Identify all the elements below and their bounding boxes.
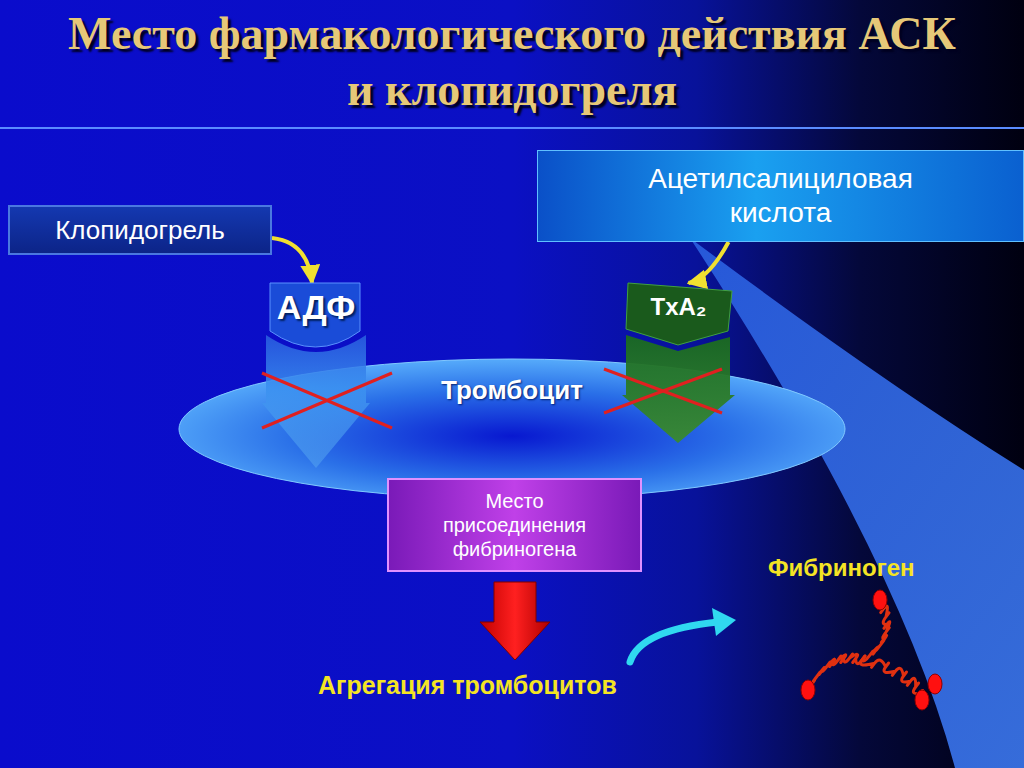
node-text: Ацетилсалициловая кислота: [616, 162, 946, 230]
connector-arrow: [272, 238, 312, 283]
aggregation-arrow: [480, 582, 550, 660]
cyan-arrow: [630, 622, 718, 662]
terminal-dot: [873, 590, 887, 610]
terminal-dot: [801, 680, 815, 700]
title-rule: [0, 127, 1024, 129]
node-text: Тромбоцит: [441, 374, 583, 406]
terminal-dot: [928, 674, 942, 694]
binding-site-box: Место присоединения фибриногена: [387, 478, 642, 572]
connector-arrow: [689, 242, 729, 283]
txa2-receptor-arrow: TxA₂: [622, 283, 735, 443]
node-text: Место присоединения фибриногена: [430, 489, 600, 561]
node-text: АДФ: [277, 287, 356, 327]
node-text: TxA₂: [650, 293, 706, 321]
adp-receptor-arrow: АДФ: [262, 283, 370, 468]
light-band: [690, 238, 1024, 768]
result-label: Агрегация тромбоцитов: [318, 668, 617, 702]
coil: [861, 656, 924, 700]
fibrinogen-molecule: [801, 590, 942, 710]
drug-box: Клопидогрель: [8, 205, 272, 255]
drug-box: Ацетилсалициловая кислота: [537, 150, 1024, 242]
node-text: Клопидогрель: [55, 215, 225, 245]
cyan-arrowhead: [712, 608, 736, 636]
terminal-dot: [915, 690, 929, 710]
slide-title: Место фармакологического действия АСК и …: [62, 6, 962, 118]
molecule-label: Фибриноген: [768, 552, 914, 584]
coil: [808, 654, 865, 690]
